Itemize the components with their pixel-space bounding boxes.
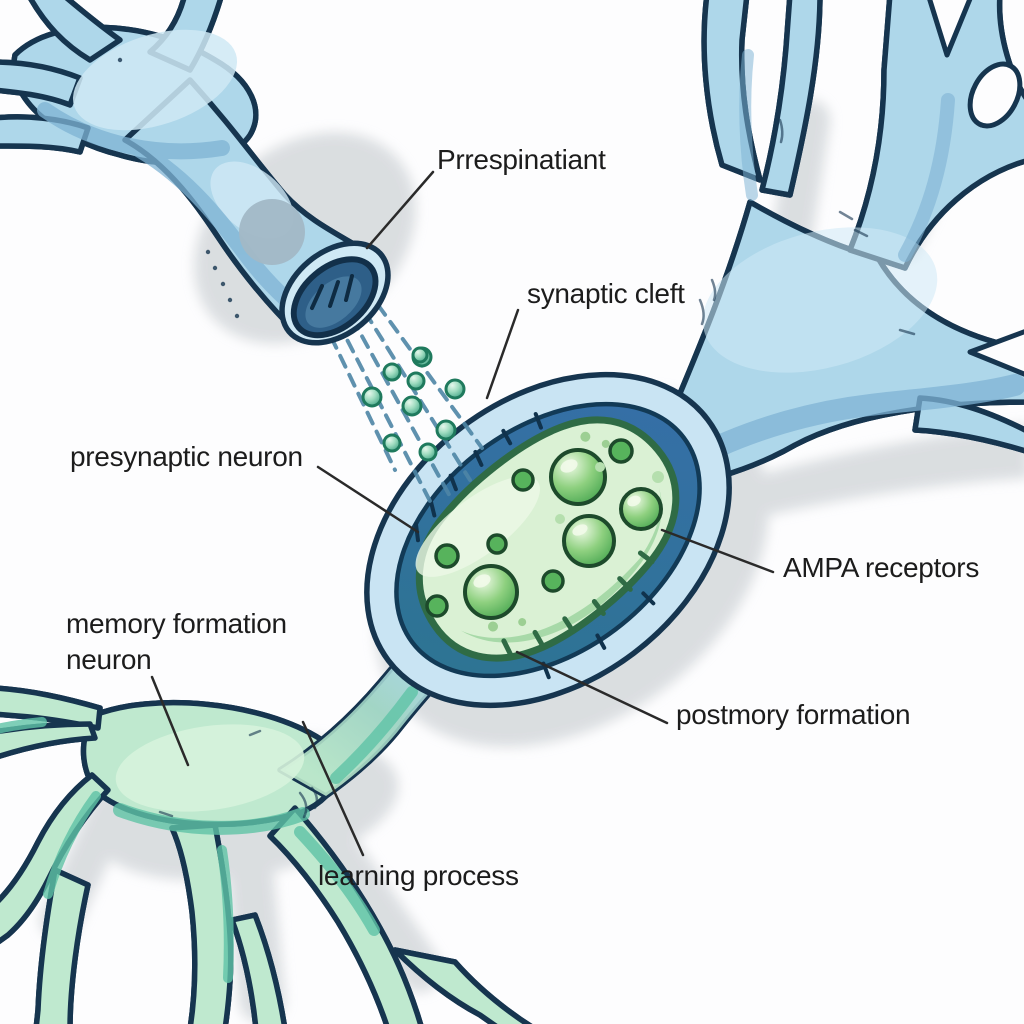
- leader-postsynaptic: [515, 650, 669, 725]
- postsynaptic-neuron-drawing: [645, 0, 1024, 490]
- terminal-nucleus: [239, 199, 305, 265]
- memory-neuron-drawing: [0, 645, 535, 1024]
- label-postsynaptic-membrane: postmory formation: [676, 699, 911, 730]
- leader-learning-process: [301, 720, 365, 857]
- label-memory-formation-neuron: memory formation neuron: [66, 608, 287, 675]
- label-presynaptic-terminal: Prrespinatiant: [437, 144, 606, 175]
- label-synaptic-cleft: synaptic cleft: [527, 278, 685, 309]
- label-ampa-receptors: AMPA receptors: [783, 552, 980, 583]
- leader-presynaptic-terminal: [365, 170, 435, 250]
- leader-presynaptic-neuron: [316, 465, 420, 534]
- leader-memory-neuron: [150, 675, 190, 767]
- leader-synaptic-cleft: [485, 308, 520, 400]
- leader-ampa-receptors: [660, 528, 775, 574]
- synapse-capsule-drawing: [364, 371, 732, 709]
- neurotransmitter-vesicles: [361, 346, 466, 462]
- presynaptic-terminal-drawing: [0, 0, 391, 346]
- leader-lines: [150, 170, 775, 857]
- label-learning-process: learning process: [318, 860, 519, 891]
- receptor-balls: [425, 438, 664, 620]
- label-presynaptic-neuron: presynaptic neuron: [70, 441, 303, 472]
